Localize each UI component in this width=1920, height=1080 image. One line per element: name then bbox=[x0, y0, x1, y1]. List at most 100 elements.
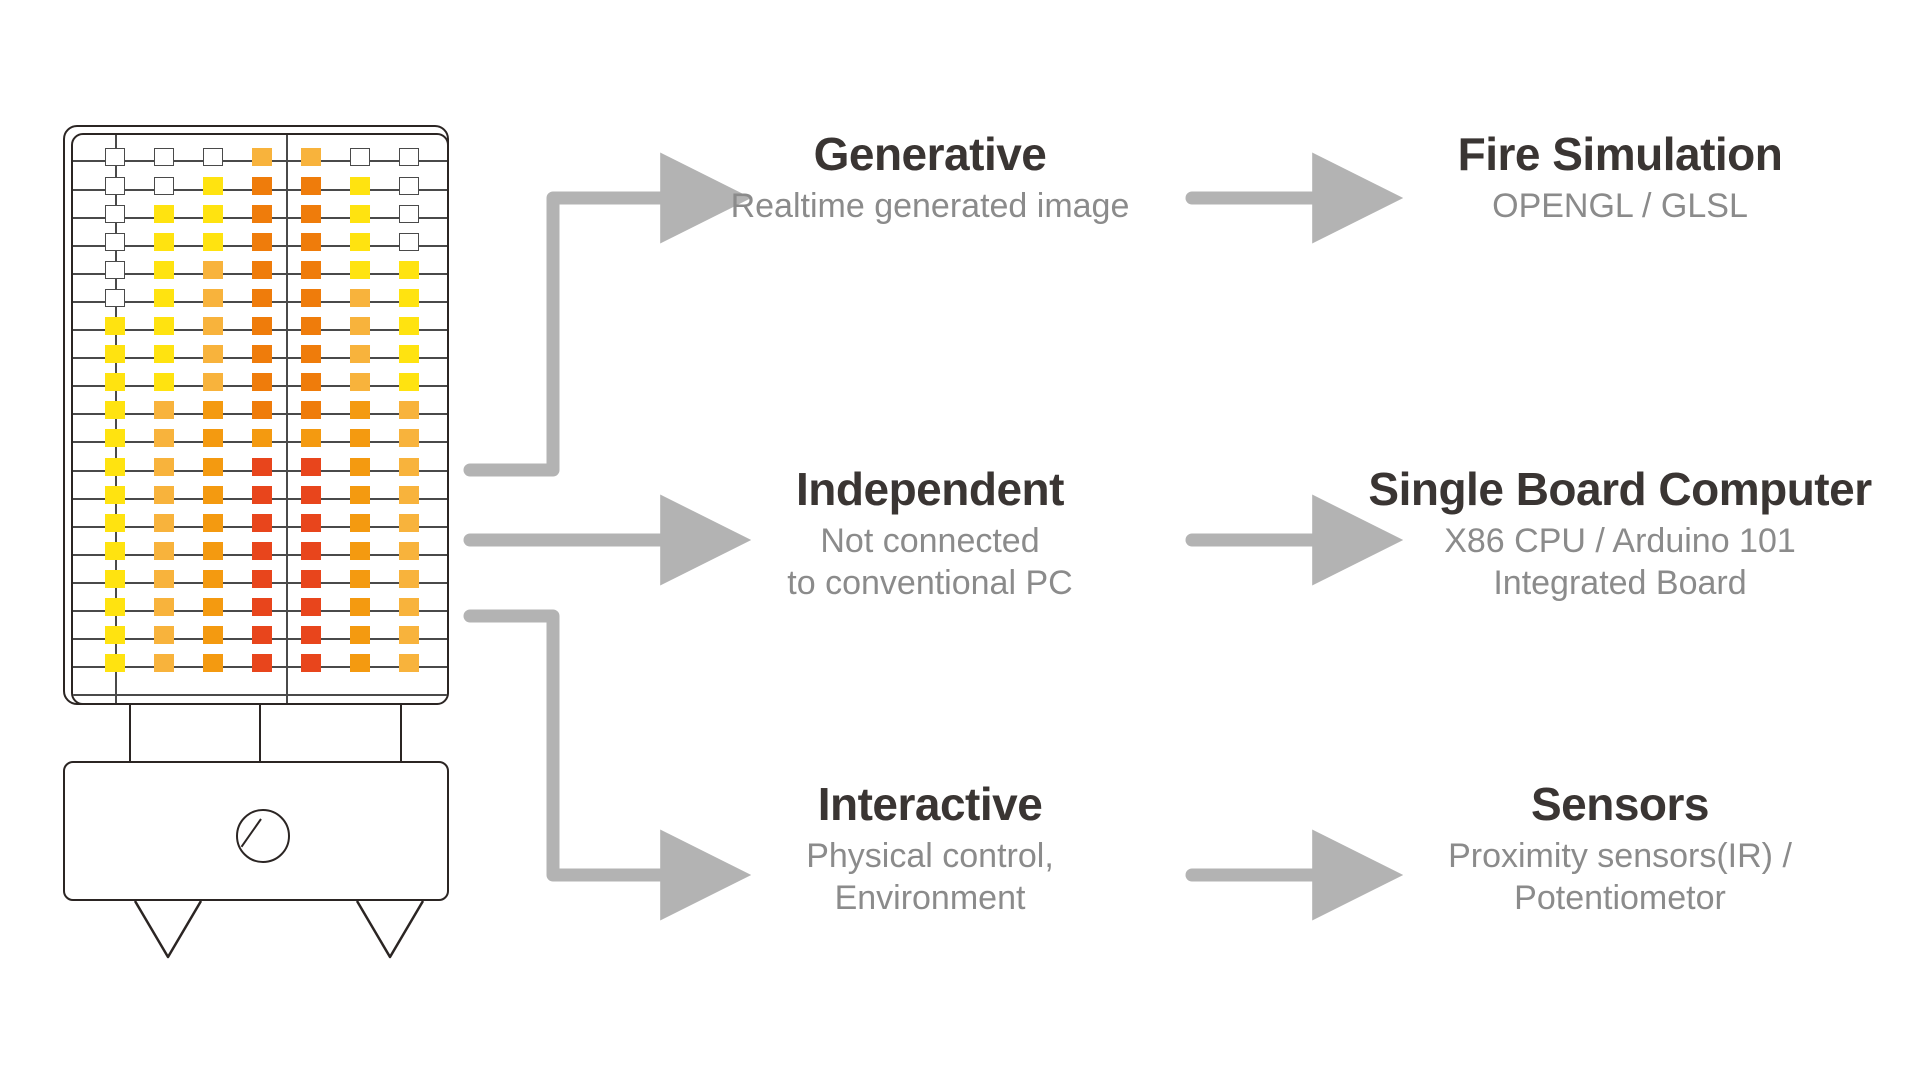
led-cell bbox=[300, 654, 321, 673]
led-cell bbox=[349, 457, 370, 476]
led-cell bbox=[203, 626, 224, 645]
led-matrix-grid bbox=[73, 135, 447, 703]
led-cell bbox=[154, 598, 175, 617]
branch-to-interactive bbox=[463, 609, 752, 921]
led-cell bbox=[349, 232, 370, 251]
concept-interactive: Interactive Physical control, Environmen… bbox=[670, 780, 1190, 919]
led-cell bbox=[398, 570, 419, 588]
led-cell bbox=[105, 541, 126, 560]
led-cell bbox=[398, 485, 419, 504]
led-cell bbox=[105, 288, 126, 307]
concept-interactive-title: Interactive bbox=[817, 778, 1043, 830]
led-cell bbox=[349, 485, 370, 504]
led-cell bbox=[105, 570, 126, 588]
led-cell bbox=[105, 373, 126, 392]
led-cell bbox=[300, 232, 321, 251]
led-cell bbox=[105, 429, 126, 448]
led-cell bbox=[203, 541, 224, 560]
led-cell bbox=[252, 401, 272, 420]
led-cell bbox=[300, 148, 321, 167]
led-cell bbox=[154, 148, 175, 167]
led-cell bbox=[154, 401, 175, 420]
led-cell bbox=[349, 345, 370, 364]
led-cell bbox=[252, 429, 272, 448]
led-cell bbox=[154, 626, 175, 645]
led-cell bbox=[349, 570, 370, 588]
led-cell bbox=[300, 260, 321, 279]
led-cell bbox=[398, 204, 419, 223]
concept-interactive-subtitle: Physical control, Environment bbox=[670, 836, 1190, 919]
led-cell bbox=[203, 288, 224, 307]
led-cell bbox=[349, 598, 370, 617]
tech-single-board-computer-subtitle-line2: Integrated Board bbox=[1493, 563, 1747, 602]
led-cell bbox=[398, 626, 419, 645]
led-cell bbox=[349, 429, 370, 448]
tech-sensors-subtitle-line1: Proximity sensors(IR) / bbox=[1448, 837, 1792, 876]
branch-to-generative bbox=[463, 152, 752, 477]
led-cell bbox=[300, 288, 321, 307]
led-cell bbox=[398, 232, 419, 251]
led-cell bbox=[349, 513, 370, 532]
led-cell bbox=[300, 570, 321, 588]
led-cell bbox=[203, 176, 224, 195]
potentiometer-knob-icon[interactable] bbox=[236, 809, 290, 863]
tech-sensors: Sensors Proximity sensors(IR) / Potentio… bbox=[1340, 780, 1900, 919]
led-cell bbox=[154, 317, 175, 336]
led-cell bbox=[398, 148, 419, 167]
led-cell bbox=[203, 570, 224, 588]
led-cell bbox=[105, 626, 126, 645]
led-cell bbox=[252, 457, 272, 476]
led-cell bbox=[398, 541, 419, 560]
led-cell bbox=[154, 260, 175, 279]
led-cell bbox=[105, 457, 126, 476]
led-cell bbox=[154, 513, 175, 532]
neck-strut-mid bbox=[259, 705, 261, 763]
led-cell bbox=[398, 429, 419, 448]
led-cell bbox=[300, 626, 321, 645]
concept-independent-title: Independent bbox=[796, 463, 1064, 515]
concept-independent-subtitle-line2: to conventional PC bbox=[787, 563, 1073, 602]
led-cell bbox=[300, 541, 321, 560]
led-cell bbox=[203, 148, 224, 167]
tech-single-board-computer-title: Single Board Computer bbox=[1368, 463, 1872, 515]
tech-single-board-computer-subtitle: X86 CPU / Arduino 101 Integrated Board bbox=[1330, 521, 1910, 604]
led-cell bbox=[300, 317, 321, 336]
concept-independent-subtitle: Not connected to conventional PC bbox=[670, 521, 1190, 604]
led-cell bbox=[349, 260, 370, 279]
led-cell bbox=[300, 204, 321, 223]
led-cell bbox=[252, 513, 272, 532]
led-cell bbox=[203, 204, 224, 223]
led-cell bbox=[349, 654, 370, 673]
led-cell bbox=[398, 176, 419, 195]
led-cell bbox=[252, 485, 272, 504]
tech-sensors-subtitle: Proximity sensors(IR) / Potentiometor bbox=[1340, 836, 1900, 919]
led-cell bbox=[203, 401, 224, 420]
led-cell bbox=[203, 598, 224, 617]
tech-single-board-computer-subtitle-line1: X86 CPU / Arduino 101 bbox=[1444, 522, 1796, 561]
led-cell bbox=[300, 598, 321, 617]
led-cell bbox=[300, 401, 321, 420]
led-cell bbox=[203, 373, 224, 392]
led-cell bbox=[300, 176, 321, 195]
concept-generative: Generative Realtime generated image bbox=[670, 130, 1190, 228]
led-cell bbox=[398, 598, 419, 617]
led-cell bbox=[252, 176, 272, 195]
led-cell bbox=[300, 485, 321, 504]
led-cell bbox=[252, 570, 272, 588]
led-cell bbox=[154, 429, 175, 448]
led-cell bbox=[105, 148, 126, 167]
led-cell bbox=[154, 373, 175, 392]
led-cell bbox=[105, 485, 126, 504]
led-cell bbox=[300, 457, 321, 476]
led-cell bbox=[154, 176, 175, 195]
led-cell bbox=[105, 204, 126, 223]
led-cell bbox=[252, 654, 272, 673]
led-cell bbox=[349, 148, 370, 167]
led-cell bbox=[105, 345, 126, 364]
led-cell bbox=[154, 654, 175, 673]
concept-generative-subtitle: Realtime generated image bbox=[730, 187, 1130, 226]
led-cell bbox=[154, 232, 175, 251]
led-cell bbox=[300, 373, 321, 392]
led-cell bbox=[349, 176, 370, 195]
led-cell bbox=[203, 513, 224, 532]
